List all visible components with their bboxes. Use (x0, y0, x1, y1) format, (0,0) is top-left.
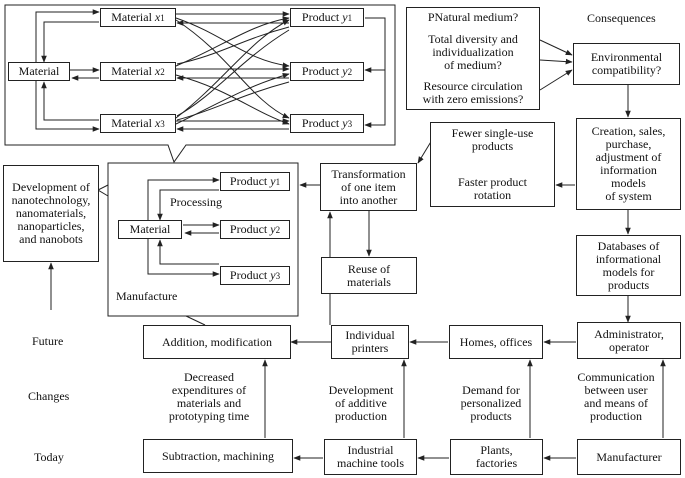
row-label-today: Today (34, 450, 64, 464)
manufacturer-box: Manufacturer (577, 439, 681, 475)
inset-top-frame (4, 4, 396, 164)
product-y3-top-name: Product (301, 116, 340, 130)
fewer-single-use-text: Fewer single-use products (451, 126, 534, 153)
question-diversity: Total diversity and individualization of… (428, 31, 518, 72)
question-box: PNatural medium? Total diversity and ind… (406, 7, 540, 110)
material-x3-var: x (154, 116, 161, 130)
inset-mid-frame (107, 162, 299, 317)
product-y3-mid-name: Product (229, 268, 268, 282)
inset-top-material: Material (8, 62, 70, 81)
communication-text: Communication between user and means of … (577, 370, 655, 423)
product-y1-mid-name: Product (229, 174, 268, 188)
product-y3-mid-var: y (270, 268, 276, 282)
future-development-box: Development of nanotechnology, nanomater… (3, 165, 99, 262)
decreased-expenditures-text: Decreased expenditures of materials and … (168, 370, 250, 423)
individual-printers-box: Individual printers (331, 325, 409, 359)
inset-mid-material-label: Material (129, 222, 171, 236)
question-resource-circulation: Resource circulation with zero emissions… (422, 79, 524, 106)
product-y2-top-name: Product (301, 64, 340, 78)
processing-label: Processing (170, 195, 222, 209)
environmental-compatibility-box: Environmental compatibility? (573, 43, 680, 85)
reuse-box: Reuse of materials (321, 257, 417, 294)
fewer-products-box: Fewer single-use products Faster product… (430, 122, 555, 207)
faster-rotation-text: Faster product rotation (458, 175, 527, 202)
material-x3-name: Material (111, 116, 152, 130)
product-y1-mid-var: y (270, 174, 276, 188)
future-callout (96, 184, 109, 197)
material-x2-name: Material (111, 64, 152, 78)
creation-box: Creation, sales, purchase, adjustment of… (576, 118, 681, 210)
material-x2-var: x (154, 64, 161, 78)
row-label-future: Future (32, 334, 64, 348)
question-natural-medium: PNatural medium? (427, 10, 519, 24)
product-y1-top-name: Product (301, 10, 340, 24)
addition-modification-box: Addition, modification (143, 325, 291, 359)
manufacture-label: Manufacture (116, 289, 178, 303)
administrator-box: Administrator, operator (577, 322, 681, 359)
product-y1-top-var: y (342, 10, 348, 24)
product-y2-mid-name: Product (229, 222, 268, 236)
industrial-machine-tools-box: Industrial machine tools (324, 439, 417, 475)
product-y2-mid-var: y (270, 222, 276, 236)
consequences-label: Consequences (587, 11, 656, 25)
transformation-box: Transformation of one item into another (320, 163, 417, 211)
product-y2-top-var: y (342, 64, 348, 78)
inset-mid-material: Material (118, 220, 182, 239)
inset-top-material-label: Material (18, 64, 60, 78)
material-x1-var: x (154, 10, 161, 24)
row-label-changes: Changes (28, 389, 70, 403)
development-additive-text: Development of additive production (328, 383, 394, 423)
homes-offices-box: Homes, offices (449, 325, 543, 359)
subtraction-machining-box: Subtraction, machining (143, 439, 293, 473)
product-y3-top-var: y (342, 116, 348, 130)
material-x1-name: Material (111, 10, 152, 24)
demand-personalized-text: Demand for personalized products (460, 383, 522, 423)
databases-box: Databases of informational models for pr… (576, 235, 681, 296)
plants-factories-box: Plants, factories (450, 439, 543, 475)
